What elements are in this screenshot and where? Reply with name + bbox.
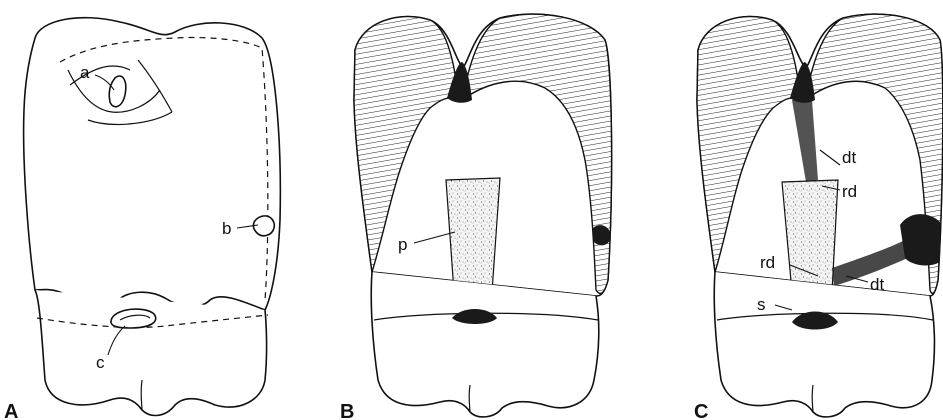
label-b: b [222,219,231,238]
root-outline [35,290,267,415]
label-rd-upper: rd [842,182,857,201]
label-a: a [80,63,90,82]
label-p: p [398,235,407,254]
pulp-region [446,178,500,292]
panel-b: p B [340,14,612,420]
label-dt-upper: dt [842,148,856,167]
lesion-b [253,216,274,236]
panel-letter-a: A [4,401,18,420]
label-s: s [757,295,766,314]
panel-c: dt rd rd dt s C [694,14,943,420]
label-rd-lower: rd [760,253,775,272]
label-c: c [96,353,105,372]
label-dt-lower: dt [870,275,884,294]
panel-letter-c: C [694,401,708,420]
root-outline [714,272,934,417]
panel-a: a b c A [4,18,280,420]
root-outline [371,272,599,417]
panel-letter-b: B [340,401,354,420]
pulp-region [782,180,838,292]
